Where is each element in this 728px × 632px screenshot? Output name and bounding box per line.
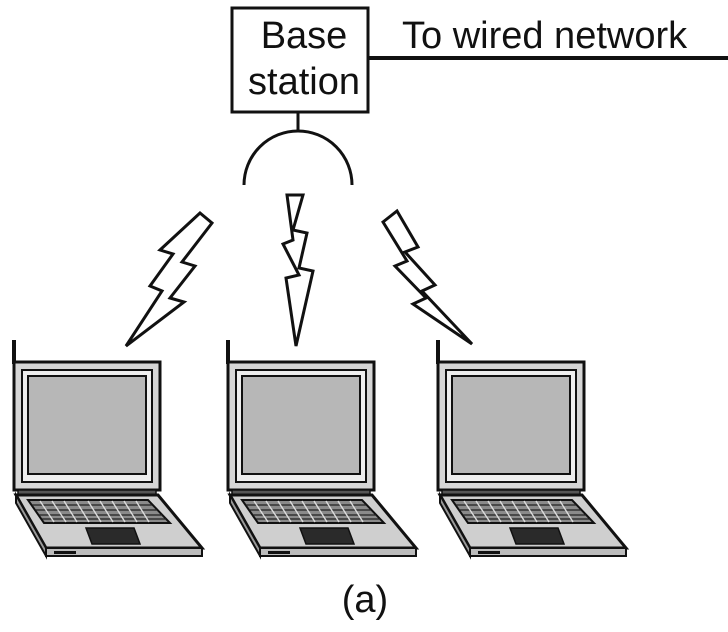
wired-network-label: To wired network <box>402 15 688 57</box>
lightning-bolt-center-icon <box>280 193 315 347</box>
base-station-box <box>230 6 370 114</box>
lightning-bolt-left-icon <box>124 211 215 348</box>
lightning-bolt-right-icon <box>381 208 474 346</box>
laptop-left-icon <box>10 338 204 558</box>
base-station-label-line1: Base <box>260 15 348 57</box>
laptop-right-icon <box>434 338 628 558</box>
base-station-label-line2: station <box>248 61 360 103</box>
figure-caption: (a) <box>341 579 389 621</box>
laptop-center-icon <box>224 338 418 558</box>
antenna-dome <box>242 129 354 186</box>
